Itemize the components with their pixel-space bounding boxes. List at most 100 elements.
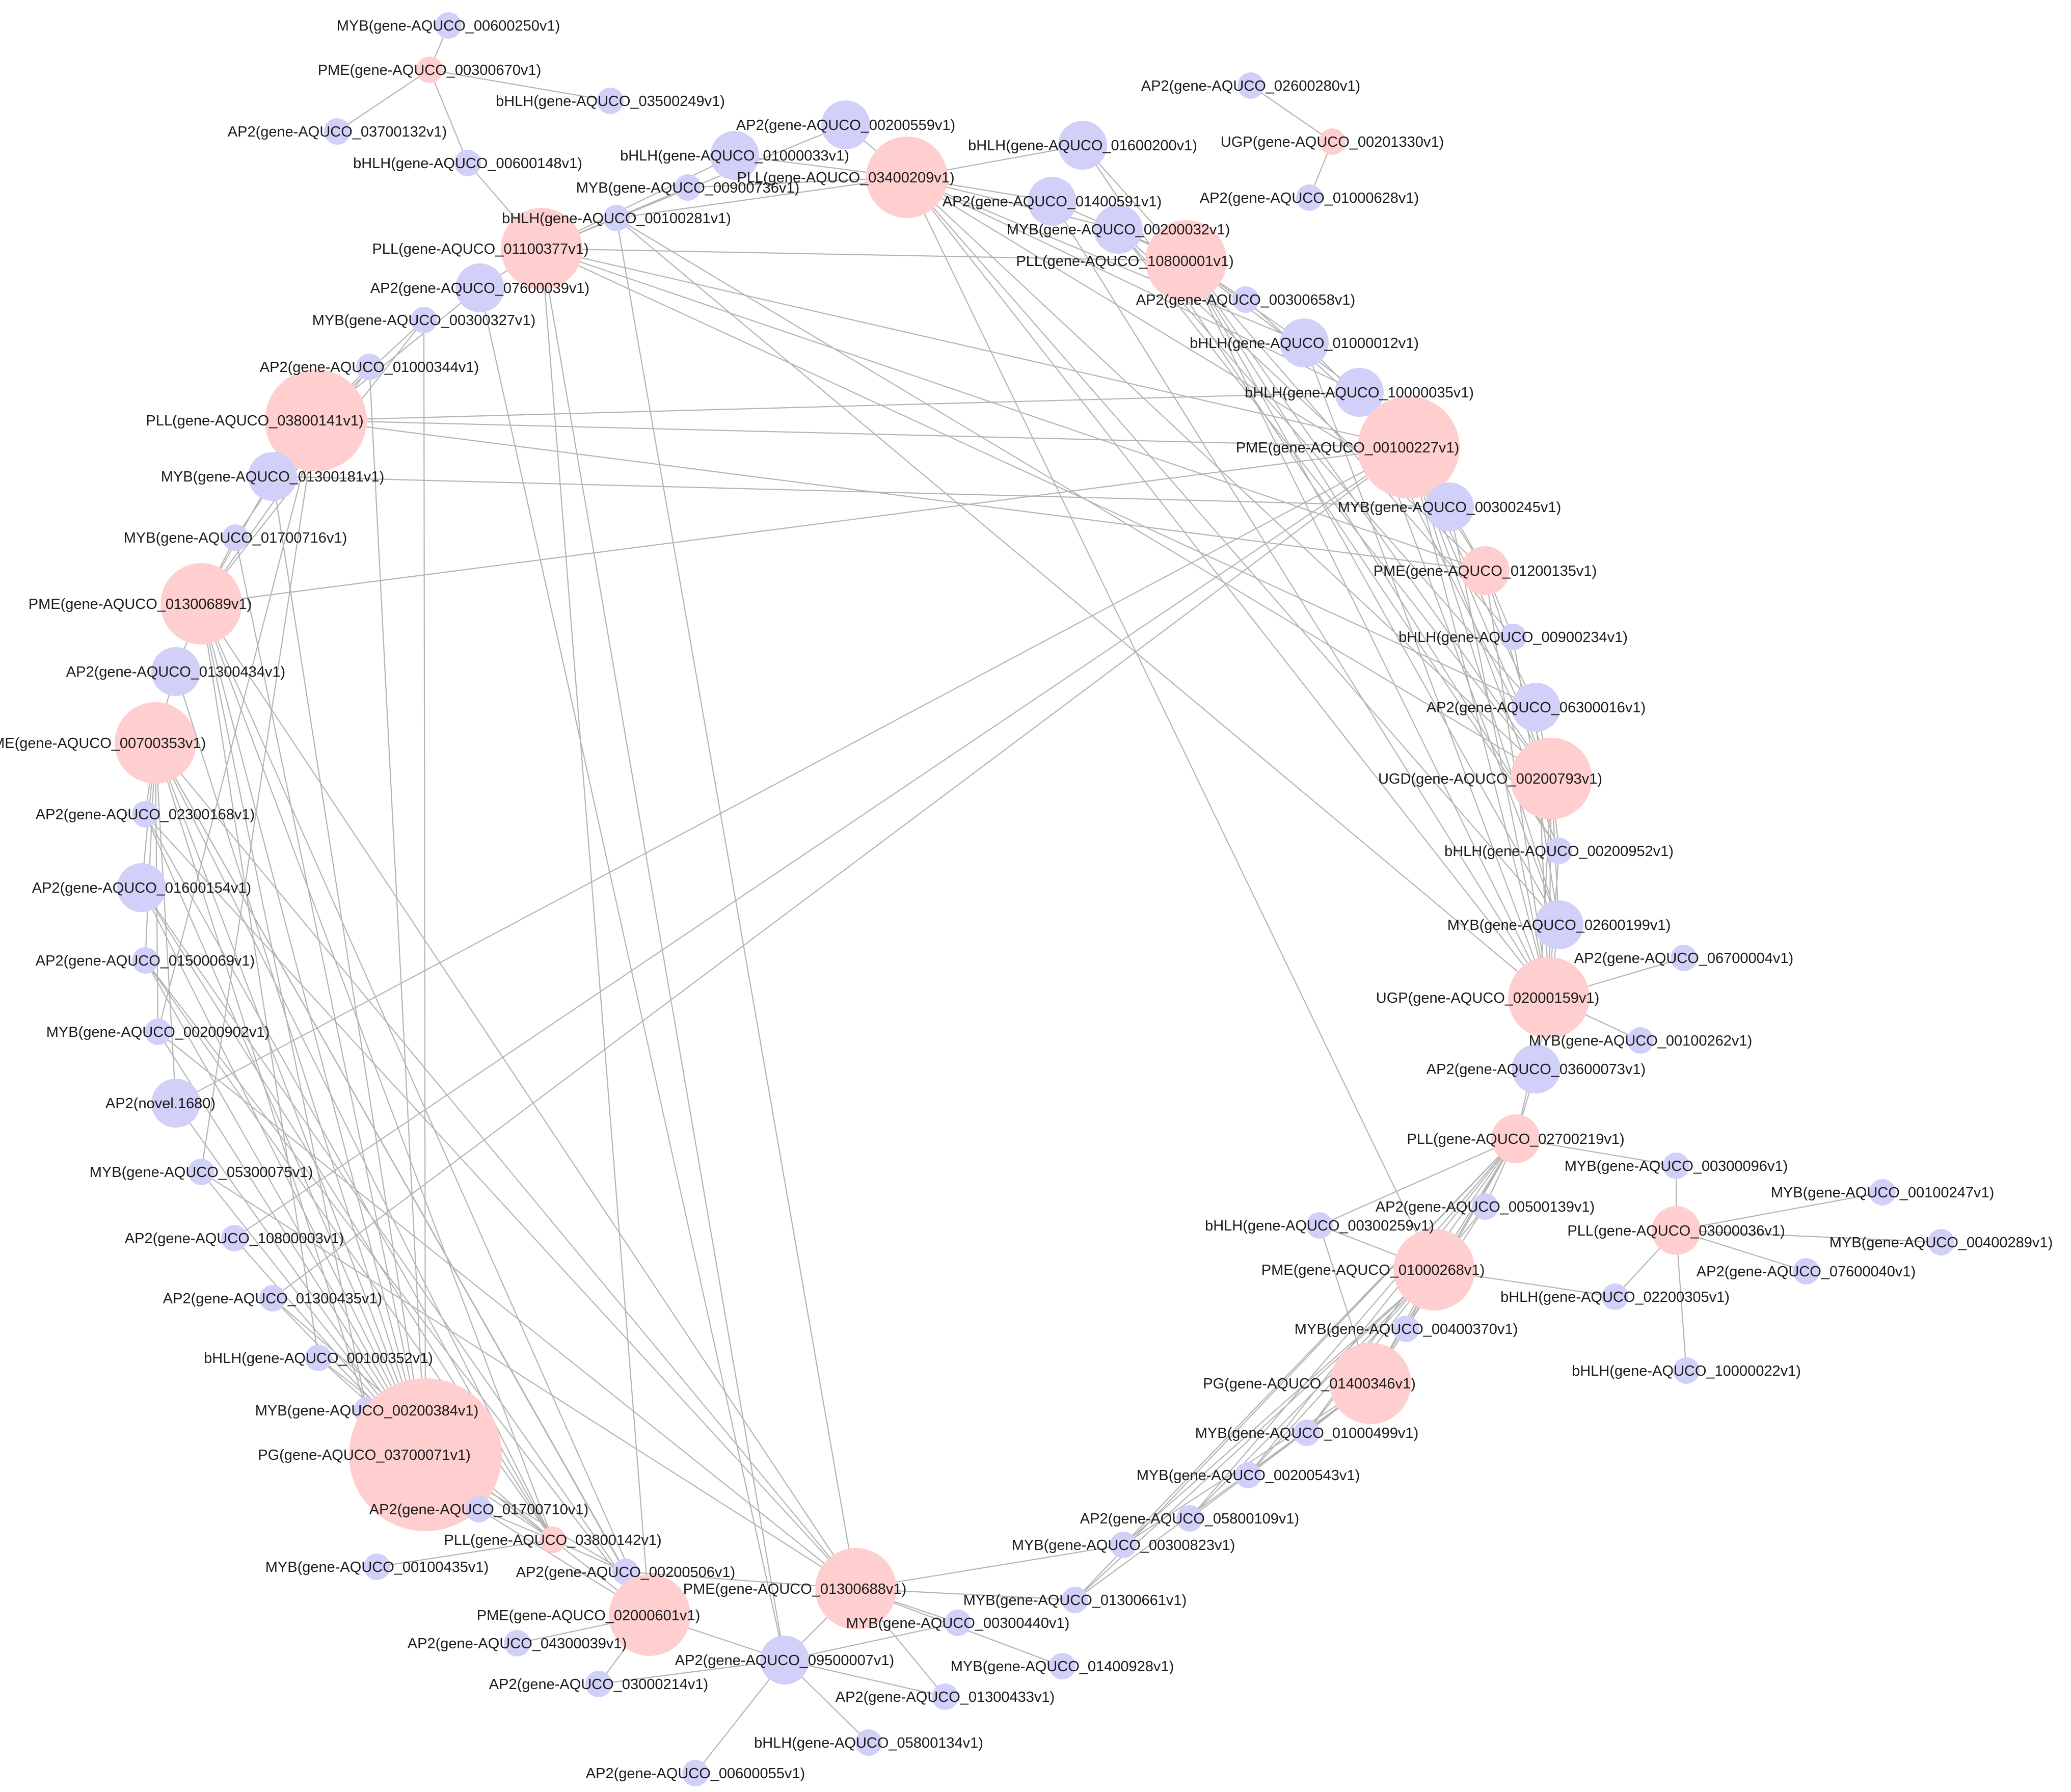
- structural-gene-node[interactable]: [1511, 738, 1592, 819]
- transcription-factor-node[interactable]: [454, 150, 481, 176]
- transcription-factor-node[interactable]: [1673, 1357, 1700, 1384]
- transcription-factor-node[interactable]: [1928, 1229, 1954, 1255]
- network-edge: [315, 391, 1360, 421]
- transcription-factor-node[interactable]: [675, 174, 701, 201]
- node-label: AP2(gene-AQUCO_07600039v1): [370, 280, 589, 297]
- transcription-factor-node[interactable]: [1793, 1258, 1819, 1285]
- network-edge: [154, 742, 426, 1455]
- transcription-factor-node[interactable]: [151, 647, 200, 696]
- transcription-factor-node[interactable]: [222, 524, 249, 551]
- transcription-factor-node[interactable]: [324, 118, 351, 145]
- transcription-factor-node[interactable]: [945, 1610, 971, 1636]
- transcription-factor-node[interactable]: [221, 1225, 248, 1251]
- transcription-factor-node[interactable]: [259, 1285, 286, 1312]
- transcription-factor-node[interactable]: [1335, 368, 1384, 417]
- transcription-factor-node[interactable]: [855, 1729, 882, 1756]
- transcription-factor-node[interactable]: [1535, 900, 1583, 949]
- structural-gene-node[interactable]: [1319, 128, 1346, 155]
- node-label: MYB(gene-AQUCO_00400370v1): [1295, 1321, 1518, 1338]
- node-label: PME(gene-AQUCO_01000268v1): [1261, 1262, 1485, 1278]
- transcription-factor-node[interactable]: [132, 801, 158, 827]
- transcription-factor-node[interactable]: [1512, 683, 1561, 732]
- transcription-factor-node[interactable]: [1062, 1587, 1088, 1613]
- structural-gene-node[interactable]: [1508, 957, 1590, 1038]
- structural-gene-node[interactable]: [1393, 1229, 1475, 1310]
- network-edge: [234, 447, 1409, 1239]
- transcription-factor-node[interactable]: [932, 1683, 958, 1710]
- structural-gene-node[interactable]: [1358, 396, 1460, 498]
- node-label: bHLH(gene-AQUCO_00600148v1): [353, 155, 582, 172]
- transcription-factor-node[interactable]: [1238, 72, 1264, 99]
- network-edge: [315, 419, 1409, 448]
- transcription-factor-node[interactable]: [151, 1079, 200, 1128]
- transcription-factor-node[interactable]: [1028, 177, 1077, 226]
- transcription-factor-node[interactable]: [455, 263, 504, 312]
- transcription-factor-node[interactable]: [435, 12, 462, 39]
- transcription-factor-node[interactable]: [248, 452, 297, 501]
- node-label: bHLH(gene-AQUCO_00900234v1): [1398, 629, 1628, 646]
- node-label: AP2(gene-AQUCO_07600040v1): [1697, 1264, 1916, 1280]
- transcription-factor-node[interactable]: [585, 1671, 612, 1697]
- transcription-factor-node[interactable]: [1294, 1420, 1320, 1446]
- transcription-factor-node[interactable]: [117, 863, 166, 912]
- transcription-factor-node[interactable]: [1671, 945, 1697, 971]
- structural-gene-node[interactable]: [609, 1574, 690, 1656]
- transcription-factor-node[interactable]: [1512, 1045, 1561, 1093]
- transcription-factor-node[interactable]: [1425, 483, 1474, 531]
- network-edge: [144, 814, 426, 1455]
- structural-gene-node[interactable]: [1145, 220, 1227, 302]
- network-edge: [1189, 1269, 1435, 1519]
- transcription-factor-node[interactable]: [603, 205, 630, 231]
- transcription-factor-node[interactable]: [356, 354, 383, 380]
- structural-gene-node[interactable]: [1330, 1343, 1411, 1424]
- structural-gene-node[interactable]: [115, 702, 196, 784]
- structural-gene-node[interactable]: [416, 57, 443, 83]
- transcription-factor-node[interactable]: [466, 1496, 492, 1522]
- structural-gene-node[interactable]: [501, 208, 582, 289]
- structural-gene-node[interactable]: [160, 563, 242, 645]
- transcription-factor-node[interactable]: [305, 1345, 332, 1371]
- transcription-factor-node[interactable]: [1049, 1653, 1075, 1679]
- transcription-factor-node[interactable]: [682, 1760, 709, 1786]
- transcription-factor-node[interactable]: [1058, 121, 1107, 170]
- transcription-factor-node[interactable]: [1869, 1179, 1896, 1206]
- transcription-factor-node[interactable]: [132, 947, 158, 974]
- structural-gene-node[interactable]: [1652, 1206, 1701, 1255]
- transcription-factor-node[interactable]: [760, 1636, 809, 1684]
- node-label: PLL(gene-AQUCO_01100377v1): [372, 241, 588, 257]
- transcription-factor-node[interactable]: [145, 1019, 171, 1045]
- transcription-factor-node[interactable]: [1602, 1283, 1628, 1310]
- structural-gene-node[interactable]: [540, 1527, 566, 1553]
- node-label: PME(gene-AQUCO_01200135v1): [1374, 563, 1597, 579]
- transcription-factor-node[interactable]: [188, 1159, 214, 1185]
- transcription-factor-node[interactable]: [1393, 1316, 1419, 1342]
- structural-gene-node[interactable]: [1461, 546, 1510, 595]
- transcription-factor-node[interactable]: [1472, 1193, 1498, 1220]
- transcription-factor-node[interactable]: [1627, 1027, 1654, 1054]
- structural-gene-node[interactable]: [1491, 1114, 1540, 1163]
- transcription-factor-node[interactable]: [1280, 318, 1329, 367]
- transcription-factor-node[interactable]: [710, 131, 759, 180]
- structural-gene-node[interactable]: [815, 1548, 897, 1629]
- transcription-factor-node[interactable]: [411, 307, 437, 333]
- transcription-factor-node[interactable]: [1296, 184, 1323, 211]
- transcription-factor-node[interactable]: [1546, 838, 1572, 864]
- structural-gene-node[interactable]: [349, 1378, 502, 1531]
- structural-gene-node[interactable]: [866, 137, 948, 218]
- transcription-factor-node[interactable]: [1232, 286, 1259, 313]
- transcription-factor-node[interactable]: [1235, 1462, 1261, 1488]
- transcription-factor-node[interactable]: [504, 1630, 530, 1656]
- transcription-factor-node[interactable]: [821, 100, 870, 149]
- transcription-factor-node[interactable]: [364, 1554, 390, 1580]
- transcription-factor-node[interactable]: [1176, 1505, 1203, 1532]
- transcription-factor-node[interactable]: [1094, 205, 1143, 254]
- transcription-factor-node[interactable]: [1110, 1532, 1137, 1558]
- node-label: bHLH(gene-AQUCO_05800134v1): [754, 1735, 983, 1751]
- transcription-factor-node[interactable]: [597, 88, 624, 114]
- node-label: AP2(gene-AQUCO_00300658v1): [1136, 292, 1355, 308]
- transcription-factor-node[interactable]: [1663, 1153, 1689, 1179]
- transcription-factor-node[interactable]: [1306, 1212, 1333, 1239]
- transcription-factor-node[interactable]: [1500, 624, 1526, 650]
- network-edge: [1186, 260, 1552, 779]
- structural-gene-node[interactable]: [265, 369, 367, 471]
